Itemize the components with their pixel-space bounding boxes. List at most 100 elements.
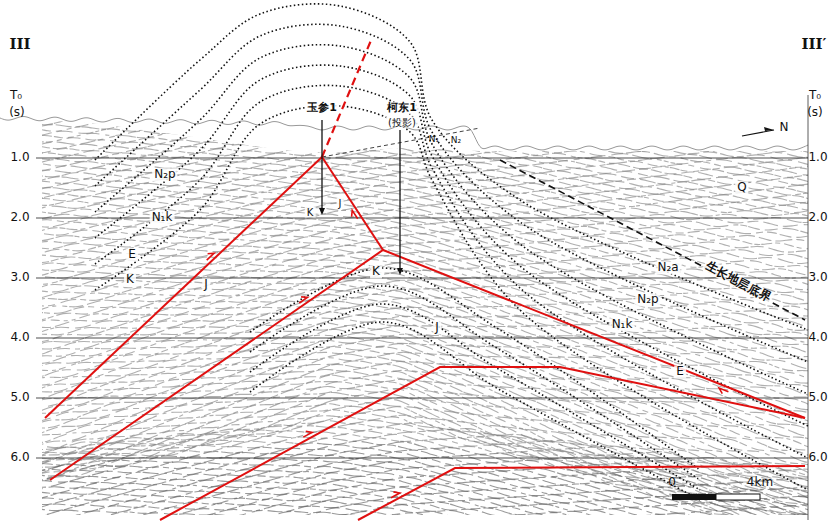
- section-label: 1.0: [806, 151, 829, 164]
- fault-projection: [322, 38, 372, 157]
- fault-line: [160, 367, 805, 520]
- horizon-line: [95, 45, 808, 394]
- seismic-reflection: [36, 511, 810, 523]
- time-line: [36, 458, 808, 459]
- well-arrow: [397, 268, 403, 275]
- time-line: [36, 158, 808, 159]
- seismic-reflection: [36, 119, 810, 147]
- horizon-line: [250, 304, 700, 490]
- section-label: J: [202, 278, 210, 291]
- section-label: E: [126, 248, 138, 261]
- seismic-reflection: [36, 420, 810, 470]
- section-label: N₁: [427, 135, 441, 145]
- section-label: J: [337, 198, 344, 209]
- slip-arrow: [301, 429, 312, 437]
- time-line: [36, 278, 808, 279]
- seismic-reflection: [36, 392, 810, 515]
- section-label: (s): [805, 106, 825, 119]
- section-label: N₁k: [610, 318, 635, 331]
- section-label: 5.0: [806, 391, 829, 404]
- section-label: 3.0: [806, 271, 829, 284]
- section-label: 4.0: [8, 331, 31, 344]
- seismic-reflection: [36, 490, 810, 523]
- seismic-texture: [36, 98, 810, 523]
- section-label: 1.0: [8, 151, 31, 164]
- horizon-line: [95, 65, 808, 426]
- section-label: K: [305, 207, 316, 218]
- section-label: (s): [7, 106, 27, 119]
- north-arrow-head: [764, 127, 774, 131]
- seismic-reflection: [36, 476, 810, 523]
- slip-arrow: [297, 294, 308, 303]
- seismic-reflection: [36, 518, 810, 523]
- seismic-reflection: [36, 455, 810, 505]
- seismic-reflection: [36, 389, 810, 515]
- time-line: [36, 338, 808, 339]
- section-label: 玉参1: [305, 102, 339, 114]
- section-label: 3.0: [8, 271, 31, 284]
- section-label: 4km: [745, 476, 775, 489]
- well-track: [321, 120, 322, 209]
- seismic-reflection: [36, 406, 810, 523]
- horizon-line: [95, 4, 808, 330]
- horizon-line: [95, 85, 808, 458]
- section-label: 生长地层底界: [701, 258, 774, 305]
- section-edge: [808, 95, 809, 520]
- seismic-reflection: [36, 207, 810, 242]
- seismic-reflection: [36, 371, 810, 489]
- section-label: N: [778, 121, 791, 134]
- reference-line: [322, 128, 480, 157]
- section-label: 2.0: [8, 211, 31, 224]
- seismic-reflection: [36, 242, 810, 293]
- section-label: Q: [735, 181, 748, 194]
- seismic-reflection: [36, 508, 810, 523]
- section-label: 5.0: [8, 391, 31, 404]
- growth-strata-base: [500, 160, 805, 320]
- seismic-reflection: [36, 315, 810, 405]
- seismic-reflection: [36, 403, 810, 523]
- seismic-reflection: [36, 291, 810, 369]
- slip-arrow: [349, 210, 358, 221]
- seismic-reflection: [36, 301, 810, 383]
- section-label: T₀: [807, 89, 823, 102]
- slip-arrow: [204, 250, 214, 260]
- scale-bar: [716, 494, 760, 500]
- section-label: (投影): [386, 117, 418, 128]
- horizon-line: [250, 268, 700, 470]
- time-line: [36, 398, 808, 399]
- section-label: K: [124, 273, 136, 286]
- horizon-line: [95, 24, 808, 362]
- seismic-reflection: [36, 434, 810, 486]
- seismic-reflection: [36, 378, 810, 499]
- seismic-reflection: [36, 494, 810, 523]
- seismic-reflection: [36, 238, 810, 289]
- section-label: N₂p: [152, 168, 177, 181]
- seismic-reflection: [36, 487, 810, 523]
- north-arrow: [742, 130, 774, 136]
- seismic-reflection: [36, 504, 810, 523]
- fault-line: [322, 157, 383, 250]
- section-label: E: [674, 365, 686, 378]
- slip-arrow: [718, 388, 729, 395]
- slip-arrow: [389, 490, 400, 498]
- horizon-line: [95, 106, 808, 490]
- section-label: 柯东1: [385, 102, 419, 114]
- section-label: 4.0: [806, 331, 829, 344]
- section-label: 6.0: [806, 451, 829, 464]
- section-label: N₂p: [635, 293, 660, 306]
- section-label: J: [433, 321, 441, 334]
- well-arrow: [319, 208, 325, 215]
- section-label: N₂a: [655, 261, 680, 274]
- seismic-reflection: [36, 515, 810, 523]
- seismic-reflection: [36, 319, 810, 410]
- fault-line: [45, 157, 322, 418]
- seismic-reflection: [36, 445, 810, 496]
- seismic-reflection: [36, 399, 810, 523]
- fault-line: [50, 250, 805, 480]
- seismic-reflection: [36, 112, 810, 139]
- scale-bar: [672, 494, 716, 500]
- section-label: T₀: [8, 89, 24, 102]
- section-label: 6.0: [8, 451, 31, 464]
- seismic-reflection: [36, 462, 810, 514]
